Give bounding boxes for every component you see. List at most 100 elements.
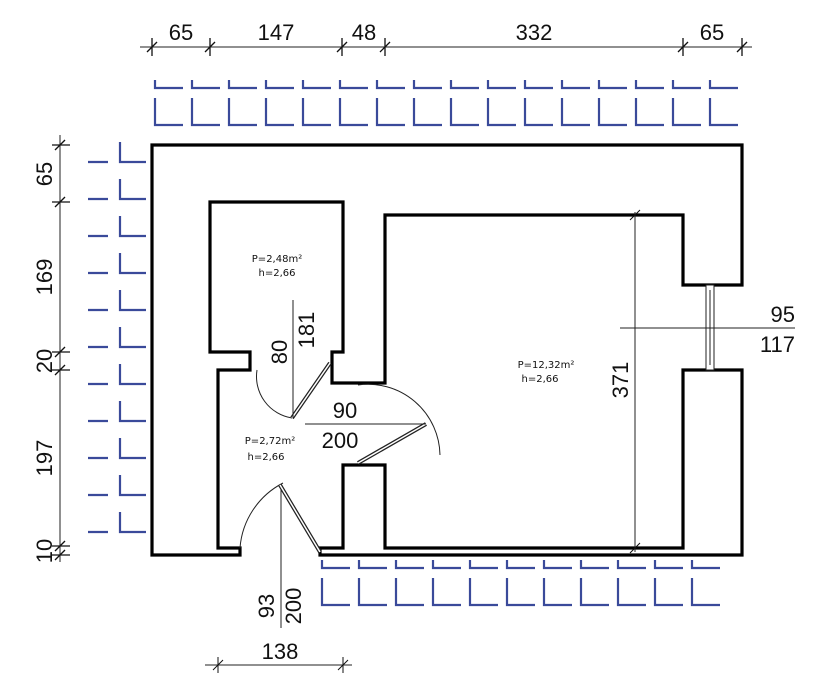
tile-mark <box>634 98 664 127</box>
tile-mark <box>412 98 442 127</box>
tile-mark <box>505 578 535 607</box>
dim-left-4: 197 <box>32 440 57 477</box>
tile-mark <box>320 578 350 607</box>
left-dimension-chain: 65 169 20 197 10 <box>32 135 70 563</box>
tile-mark <box>708 80 738 90</box>
tile-mark <box>523 98 553 127</box>
lower-wall <box>318 368 744 557</box>
room-door-height: 200 <box>322 428 359 453</box>
tile-mark <box>449 80 479 90</box>
tile-mark <box>634 80 664 90</box>
tile-mark <box>264 98 294 127</box>
tile-mark <box>320 560 350 570</box>
tile-mark <box>190 80 220 90</box>
floor-tiles-pattern <box>88 80 738 607</box>
tile-mark <box>690 578 720 607</box>
room-door-width: 90 <box>333 398 357 423</box>
entrance-door-height: 200 <box>281 588 306 625</box>
tile-mark <box>431 560 461 570</box>
tile-mark <box>597 80 627 90</box>
tile-mark <box>118 142 146 164</box>
tile-mark <box>264 80 294 90</box>
tile-mark <box>118 327 146 349</box>
tile-mark <box>431 578 461 607</box>
tile-mark <box>394 578 424 607</box>
tile-mark <box>375 98 405 127</box>
dim-left-3: 20 <box>32 349 57 373</box>
tile-mark <box>357 560 387 570</box>
tile-mark <box>542 578 572 607</box>
tile-mark <box>468 560 498 570</box>
entrance-door-width: 93 <box>254 594 279 618</box>
tile-mark <box>338 80 368 90</box>
bottom-dimension <box>205 657 352 673</box>
tile-mark <box>118 475 146 497</box>
tile-mark <box>653 578 683 607</box>
room-depth-dimension <box>629 209 641 554</box>
room-1-area: P=2,48m² <box>252 254 302 265</box>
room-3-area: P=12,32m² <box>518 360 575 371</box>
tile-mark <box>153 98 183 127</box>
dim-top-5: 65 <box>700 20 724 45</box>
outer-wall <box>150 143 744 557</box>
tile-mark <box>227 80 257 90</box>
dim-left-2: 169 <box>32 259 57 296</box>
tile-mark <box>338 98 368 127</box>
tile-mark <box>616 578 646 607</box>
tile-mark <box>375 80 405 90</box>
tile-mark <box>301 98 331 127</box>
tile-mark <box>468 578 498 607</box>
tile-mark <box>671 80 701 90</box>
tile-mark <box>449 98 479 127</box>
bathroom-door-width: 80 <box>267 340 292 364</box>
tile-mark <box>542 560 572 570</box>
tile-mark <box>118 290 146 312</box>
bathroom-door-height: 181 <box>294 312 319 349</box>
room-depth: 371 <box>608 362 633 399</box>
tile-mark <box>118 364 146 386</box>
tile-mark <box>579 578 609 607</box>
tile-mark <box>616 560 646 570</box>
tile-mark <box>560 80 590 90</box>
dim-top-1: 65 <box>169 20 193 45</box>
tile-mark <box>653 560 683 570</box>
tile-mark <box>690 560 720 570</box>
dim-top-3: 48 <box>352 20 376 45</box>
window-height: 117 <box>760 332 795 357</box>
window-width: 95 <box>771 302 795 327</box>
tile-mark <box>190 98 220 127</box>
bathroom-door <box>256 300 332 420</box>
tile-mark <box>118 512 146 534</box>
tile-mark <box>118 401 146 423</box>
tile-mark <box>579 560 609 570</box>
tile-mark <box>118 253 146 275</box>
room-door <box>305 383 441 465</box>
tile-mark <box>118 216 146 238</box>
tile-mark <box>708 98 738 127</box>
dim-left-5: 10 <box>32 539 57 563</box>
dim-left-1: 65 <box>32 162 57 186</box>
room-2-area: P=2,72m² <box>245 436 295 447</box>
room-1-height: h=2,66 <box>259 268 296 279</box>
top-dimension-chain: 65 147 48 332 65 <box>140 20 752 56</box>
dim-top-4: 332 <box>516 20 553 45</box>
tile-mark <box>523 80 553 90</box>
tile-mark <box>486 98 516 127</box>
room-2-height: h=2,66 <box>248 452 285 463</box>
entrance-door <box>239 482 322 628</box>
tile-mark <box>597 98 627 127</box>
tile-mark <box>412 80 442 90</box>
bottom-dimension-value: 138 <box>262 639 299 664</box>
window <box>620 284 795 371</box>
room-3-height: h=2,66 <box>522 374 559 385</box>
tile-mark <box>118 438 146 460</box>
tile-mark <box>505 560 535 570</box>
tile-mark <box>301 80 331 90</box>
tile-mark <box>394 560 424 570</box>
dim-top-2: 147 <box>258 20 295 45</box>
tile-mark <box>153 80 183 90</box>
tile-mark <box>357 578 387 607</box>
tile-mark <box>227 98 257 127</box>
tile-mark <box>118 179 146 201</box>
